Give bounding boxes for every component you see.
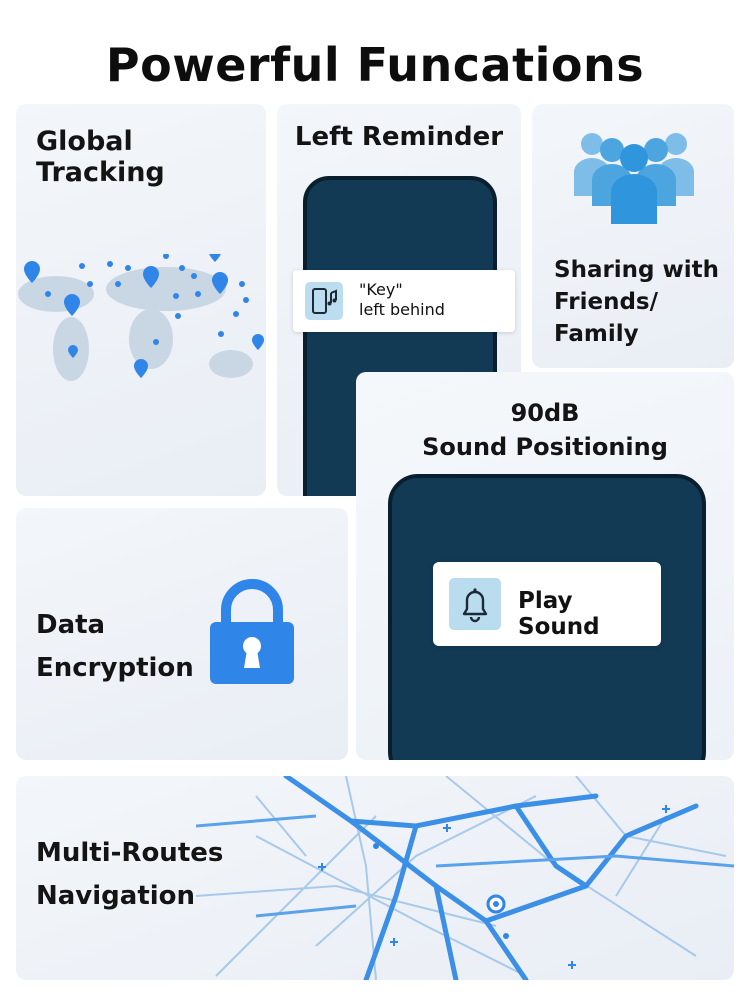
encryption-line-1: Data (36, 610, 106, 640)
left-behind-notice: "Key" left behind (293, 270, 515, 332)
reminder-text: "Key" left behind (359, 280, 445, 320)
notice-line-1: "Key" (359, 280, 403, 299)
encryption-card: Data Encryption (16, 508, 348, 760)
play-sound-label: Play Sound (518, 588, 600, 640)
global-tracking-label: Global Tracking (36, 126, 165, 188)
routes-line-2: Navigation (36, 881, 196, 911)
phone-music-icon (305, 282, 343, 320)
multi-routes-label: Multi-Routes Navigation (36, 832, 223, 918)
sound-positioning-label: Sound Positioning (422, 433, 668, 461)
encryption-label: Data Encryption (36, 604, 194, 690)
multi-routes-card: Multi-Routes Navigation (16, 776, 734, 980)
page-title: Powerful Funcations (105, 38, 645, 92)
sharing-card: Sharing with Friends/ Family (532, 104, 734, 368)
sound-title: 90dB Sound Positioning (356, 396, 734, 464)
notice-line-2: left behind (359, 300, 445, 319)
people-group-icon (574, 133, 694, 224)
play-sound-button[interactable]: Play Sound (433, 562, 661, 646)
bell-icon (449, 578, 501, 630)
routes-line-1: Multi-Routes (36, 838, 224, 868)
sound-positioning-card: 90dB Sound Positioning Play Sound (356, 372, 734, 760)
encryption-line-2: Encryption (36, 653, 194, 683)
sound-db-label: 90dB (510, 399, 580, 427)
left-reminder-label: Left Reminder (294, 122, 504, 152)
route-map-icon (196, 776, 734, 980)
global-tracking-card: Global Tracking (16, 104, 266, 496)
lock-icon (210, 579, 294, 684)
sharing-label: Sharing with Friends/ Family (554, 257, 720, 347)
world-map-icon (18, 254, 264, 381)
